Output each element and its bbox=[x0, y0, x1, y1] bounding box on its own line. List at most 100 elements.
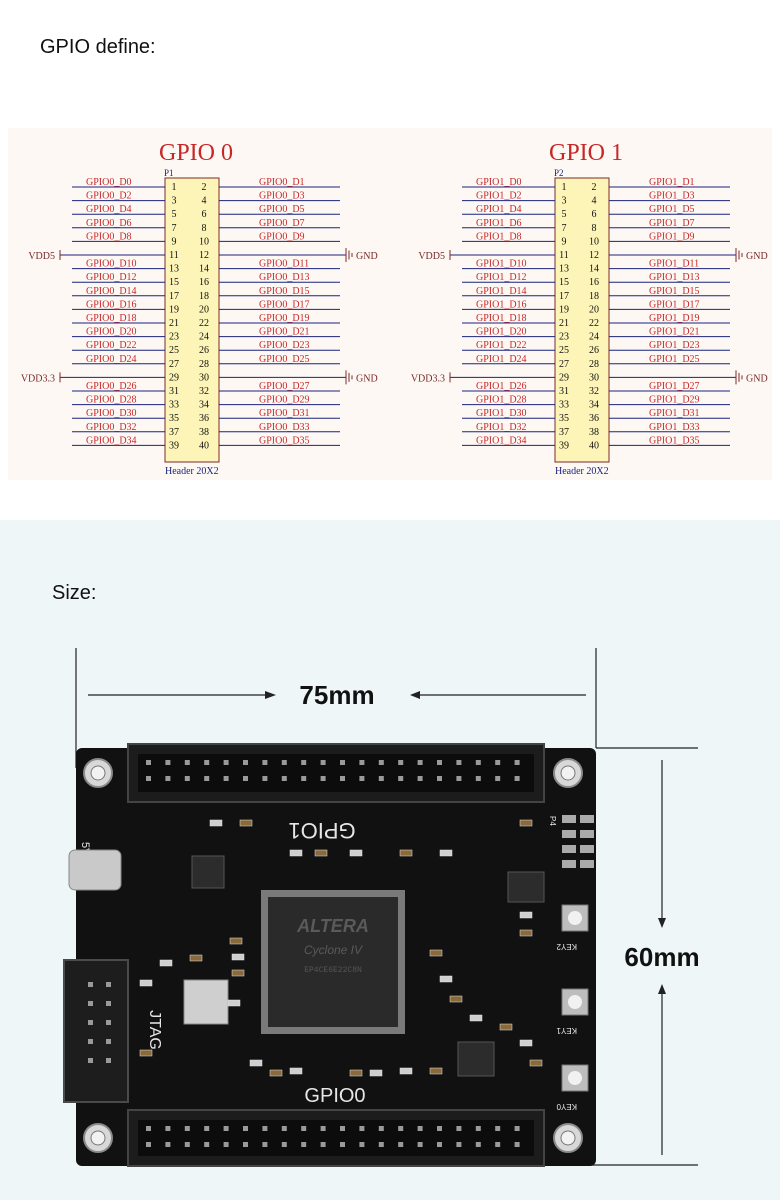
jtag-pin bbox=[106, 1039, 111, 1044]
smd-component bbox=[439, 849, 453, 857]
p4-pin bbox=[580, 845, 594, 853]
header-ref: P2 bbox=[554, 168, 564, 178]
net-label: GPIO0_D24 bbox=[86, 354, 137, 365]
pin-number: 18 bbox=[199, 291, 209, 302]
pin-number: 5 bbox=[562, 209, 567, 220]
pin-number: 21 bbox=[559, 318, 569, 329]
net-label: GPIO0_D21 bbox=[259, 327, 310, 338]
mounting-hole-center bbox=[90, 1130, 106, 1146]
pin-number: 12 bbox=[199, 250, 209, 261]
pin-number: 39 bbox=[559, 440, 569, 451]
p4-pin bbox=[580, 860, 594, 868]
mounting-hole-center bbox=[560, 1130, 576, 1146]
ground-label: GND bbox=[356, 373, 378, 384]
header-pin bbox=[475, 776, 481, 781]
header-pin bbox=[184, 760, 190, 765]
pin-number: 1 bbox=[172, 182, 177, 193]
smd-component bbox=[519, 929, 533, 937]
mounting-hole-center bbox=[560, 765, 576, 781]
pin-number: 10 bbox=[589, 236, 599, 247]
pin-number: 30 bbox=[589, 372, 599, 383]
smd-component bbox=[519, 1039, 533, 1047]
pin-number: 14 bbox=[589, 264, 599, 275]
net-label: GPIO0_D23 bbox=[259, 340, 310, 351]
usb-c-connector bbox=[68, 849, 122, 891]
fpga-brand: ALTERA bbox=[296, 916, 369, 936]
header-pin bbox=[243, 1126, 248, 1131]
net-label: GPIO0_D5 bbox=[259, 204, 305, 215]
header-pin bbox=[262, 760, 268, 765]
net-label: GPIO1_D28 bbox=[476, 395, 527, 406]
header-pin bbox=[398, 1142, 404, 1147]
header-pin bbox=[223, 760, 229, 765]
header-pin bbox=[146, 776, 151, 781]
header-pin bbox=[514, 760, 520, 765]
smd-component bbox=[159, 959, 173, 967]
header-pin bbox=[223, 1126, 229, 1131]
smd-component bbox=[399, 1067, 413, 1075]
net-label: GPIO0_D26 bbox=[86, 381, 137, 392]
jtag-pin bbox=[88, 1058, 93, 1063]
power-label: VDD3.3 bbox=[411, 373, 445, 384]
header-pin bbox=[243, 760, 248, 765]
net-label: GPIO1_D8 bbox=[476, 231, 522, 242]
pin-number: 20 bbox=[199, 304, 209, 315]
net-label: GPIO0_D30 bbox=[86, 408, 137, 419]
net-label: GPIO1_D6 bbox=[476, 218, 522, 229]
crystal-oscillator bbox=[183, 979, 229, 1025]
header-pin bbox=[417, 1126, 423, 1131]
pin-number: 27 bbox=[559, 359, 569, 370]
pin-number: 25 bbox=[169, 345, 179, 356]
smd-component bbox=[229, 937, 243, 945]
ground-label: GND bbox=[356, 251, 378, 262]
pin-number: 31 bbox=[169, 386, 179, 397]
header-pin bbox=[340, 1142, 345, 1147]
key-label: KEY1 bbox=[556, 1026, 577, 1035]
net-label: GPIO0_D32 bbox=[86, 422, 137, 433]
size-heading: Size: bbox=[52, 582, 97, 604]
header-pin bbox=[398, 776, 404, 781]
header-pin bbox=[340, 760, 345, 765]
smd-component bbox=[469, 1014, 483, 1022]
header-pin bbox=[301, 1126, 307, 1131]
header-pin bbox=[262, 776, 268, 781]
pin-number: 20 bbox=[589, 304, 599, 315]
pin-number: 9 bbox=[562, 236, 567, 247]
pin-number: 23 bbox=[559, 332, 569, 343]
header-pin bbox=[437, 1142, 442, 1147]
pin-number: 18 bbox=[589, 291, 599, 302]
net-label: GPIO1_D3 bbox=[649, 191, 695, 202]
net-label: GPIO0_D10 bbox=[86, 259, 137, 270]
net-label: GPIO0_D4 bbox=[86, 204, 132, 215]
pin-number: 35 bbox=[559, 413, 569, 424]
net-label: GPIO1_D24 bbox=[476, 354, 527, 365]
header-pin bbox=[262, 1142, 268, 1147]
pin-number: 17 bbox=[169, 291, 179, 302]
pin-number: 34 bbox=[199, 400, 209, 411]
smd-component bbox=[369, 1069, 383, 1077]
pin-number: 14 bbox=[199, 264, 209, 275]
pin-number: 15 bbox=[169, 277, 179, 288]
smd-component bbox=[231, 953, 245, 961]
header-pin bbox=[340, 1126, 345, 1131]
net-label: GPIO1_D1 bbox=[649, 177, 695, 188]
header-pin bbox=[378, 1142, 384, 1147]
smd-component bbox=[519, 911, 533, 919]
smd-component bbox=[399, 849, 413, 857]
arrow-head bbox=[658, 918, 666, 928]
gpio-define-heading: GPIO define: bbox=[40, 36, 156, 58]
pin-number: 8 bbox=[592, 223, 597, 234]
net-label: GPIO1_D2 bbox=[476, 191, 522, 202]
smd-component bbox=[449, 995, 463, 1003]
net-label: GPIO1_D13 bbox=[649, 272, 700, 283]
net-label: GPIO0_D11 bbox=[259, 259, 309, 270]
header-pin bbox=[398, 760, 404, 765]
net-label: GPIO0_D6 bbox=[86, 218, 132, 229]
pin-number: 34 bbox=[589, 400, 599, 411]
ground-label: GND bbox=[746, 373, 768, 384]
pin-number: 6 bbox=[202, 209, 207, 220]
net-label: GPIO1_D30 bbox=[476, 408, 527, 419]
